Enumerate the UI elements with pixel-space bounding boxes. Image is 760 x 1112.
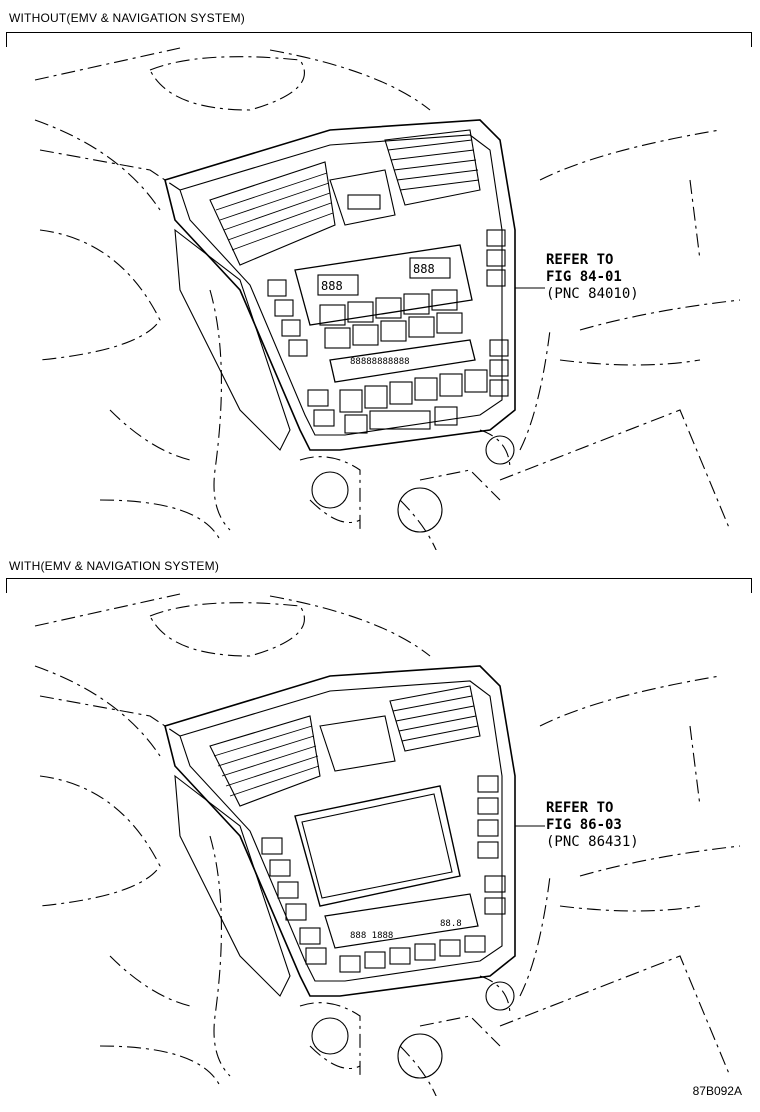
refer-callout: REFER TO FIG 84-01 (PNC 84010) [546,252,639,303]
console-drawing-with-nav: 888 1888 88.8 [34,593,741,1096]
fig-reference: FIG 86-03 [546,817,622,833]
pnc-reference: (PNC 86431) [546,834,639,850]
figure-code: 87B092A [692,1084,742,1098]
section-title: WITHOUT(EMV & NAVIGATION SYSTEM) [9,11,245,25]
svg-text:88.8: 88.8 [440,919,462,929]
section-bracket [6,578,752,593]
pnc-reference: (PNC 84010) [546,286,639,302]
section-title: WITH(EMV & NAVIGATION SYSTEM) [9,559,220,573]
fig-reference: FIG 84-01 [546,269,622,285]
refer-label: REFER TO [546,252,614,268]
refer-label: REFER TO [546,800,614,816]
console-drawing-without-nav: 888 888 88888888888 [34,47,741,550]
section-bracket [6,32,752,47]
refer-callout: REFER TO FIG 86-03 (PNC 86431) [546,800,639,851]
svg-text:888 1888: 888 1888 [350,931,393,941]
svg-text:888: 888 [321,279,343,293]
section-without-emv: WITHOUT(EMV & NAVIGATION SYSTEM) [0,0,760,550]
svg-text:88888888888: 88888888888 [350,357,410,367]
svg-text:888: 888 [413,262,435,276]
section-with-emv: WITH(EMV & NAVIGATION SYSTEM) [0,556,760,1112]
